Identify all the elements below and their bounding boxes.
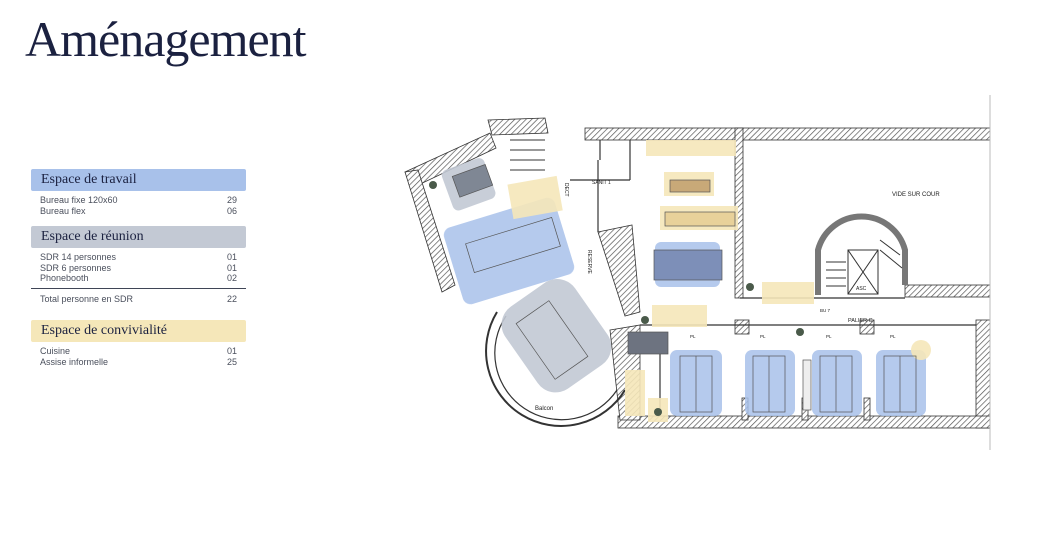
- work-zone: [812, 350, 862, 416]
- social-zone: [625, 370, 645, 416]
- legend-row-label: Bureau flex: [40, 205, 86, 216]
- legend-meeting-items: SDR 14 personnes 01 SDR 6 personnes 01 Pho…: [31, 248, 246, 284]
- legend-row-value: 02: [226, 273, 237, 283]
- legend-social-header: Espace de convivialité: [31, 320, 246, 342]
- legend-total-row: Total personne en SDR 22: [40, 294, 237, 305]
- page-title: Aménagement: [25, 11, 307, 67]
- legend-total: Total personne en SDR 22: [31, 294, 246, 305]
- legend-row-value: 25: [226, 356, 237, 367]
- legend-total-value: 22: [226, 293, 237, 304]
- label-reserve: RESERVE: [586, 250, 592, 274]
- label-pl: PL: [826, 334, 832, 339]
- legend-meeting-header: Espace de réunion: [31, 226, 246, 248]
- legend-row-label: Phonebooth: [40, 273, 89, 283]
- plant-icon: [746, 283, 754, 291]
- meeting-zone: [501, 279, 612, 393]
- legend-divider: [31, 287, 246, 289]
- legend-work-header: Espace de travail: [31, 169, 246, 191]
- social-zone: [911, 340, 931, 360]
- plant-icon: [796, 328, 804, 336]
- label-pl: PL: [760, 334, 766, 339]
- legend-total-label: Total personne en SDR: [40, 293, 134, 304]
- work-zone: [745, 350, 795, 416]
- legend-row: Cuisine 01: [40, 346, 237, 357]
- legend-row-label: Cuisine: [40, 346, 71, 356]
- legend-row: Bureau flex 06: [40, 206, 237, 217]
- social-zone: [762, 282, 814, 304]
- legend-panel: Espace de travail Bureau fixe 120x60 29 B…: [31, 169, 246, 377]
- floor-plan: VIDE SUR COUR PALIER C ASC SANIT 1 RESER…: [404, 95, 991, 450]
- legend-row: Assise informelle 25: [40, 357, 237, 368]
- label-vide-sur-cour: VIDE SUR COUR: [892, 192, 940, 198]
- label-pl: PL: [690, 334, 696, 339]
- label-palier: PALIER C: [848, 318, 873, 324]
- plant-icon: [429, 181, 437, 189]
- legend-row-value: 29: [226, 195, 237, 205]
- legend-row-value: 01: [226, 252, 237, 262]
- legend-row-label: Assise informelle: [40, 356, 109, 367]
- legend-row: Phonebooth 02: [40, 273, 237, 284]
- label-bu: BU 7: [820, 308, 831, 313]
- legend-row: Bureau fixe 120x60 29: [40, 195, 237, 206]
- legend-row-label: SDR 14 personnes: [40, 252, 117, 262]
- legend-row-value: 01: [226, 346, 237, 356]
- label-dect: DECT: [563, 183, 569, 197]
- plant-icons: [429, 181, 804, 416]
- work-zones: [443, 197, 926, 416]
- legend-row-value: 06: [226, 205, 237, 216]
- work-zone: [876, 350, 926, 416]
- furniture: [451, 164, 917, 413]
- label-sanit: SANIT 1: [592, 180, 611, 186]
- legend-row-label: Bureau fixe 120x60: [40, 195, 118, 205]
- legend-social-items: Cuisine 01 Assise informelle 25: [31, 342, 246, 367]
- walls: [404, 117, 991, 429]
- work-zone: [443, 197, 575, 305]
- plant-icon: [654, 408, 662, 416]
- legend-work-items: Bureau fixe 120x60 29 Bureau flex 06: [31, 191, 246, 216]
- label-pl: PL: [890, 334, 896, 339]
- social-zone: [646, 140, 736, 156]
- stair-core: [510, 95, 991, 450]
- legend-row: SDR 6 personnes 01: [40, 263, 237, 274]
- social-zone: [652, 305, 707, 327]
- legend-row: SDR 14 personnes 01: [40, 252, 237, 263]
- label-balcon: Balcon: [535, 406, 553, 412]
- legend-row-value: 01: [226, 262, 237, 273]
- label-asc: ASC: [856, 286, 867, 292]
- legend-row-label: SDR 6 personnes: [40, 262, 112, 273]
- plant-icon: [641, 316, 649, 324]
- social-zone: [507, 175, 563, 220]
